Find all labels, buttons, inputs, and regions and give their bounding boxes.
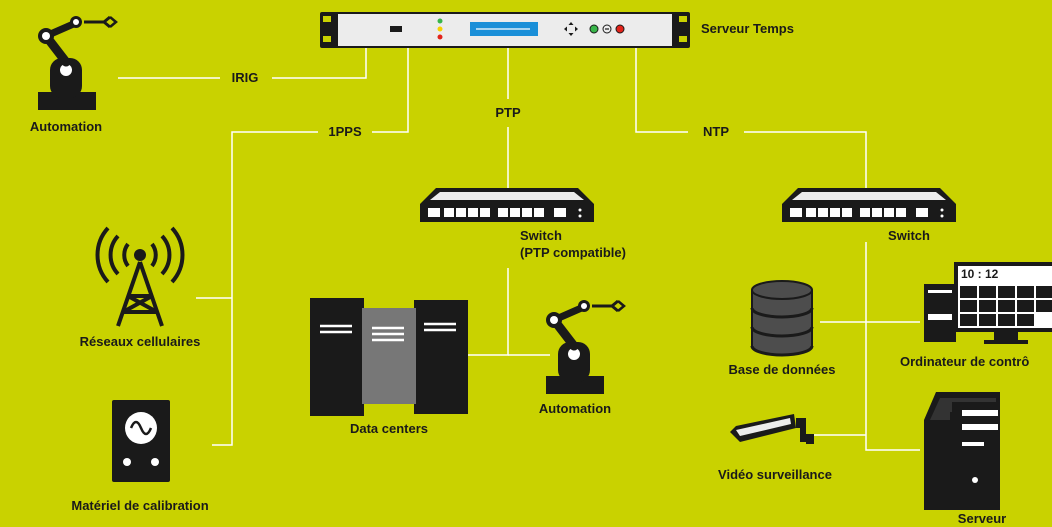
ntp-line-server — [635, 46, 688, 133]
clock-label: 10 : 12 — [961, 267, 999, 281]
network-switch-icon — [420, 188, 594, 222]
security-camera-icon — [730, 414, 814, 444]
ntp-line-switch — [744, 131, 867, 190]
switch-ptp-label-line2: (PTP compatible) — [520, 245, 626, 260]
pps-label: 1PPS — [328, 124, 362, 139]
automation-top-label: Automation — [29, 119, 103, 134]
robot-arm-icon — [546, 299, 626, 394]
irig-label: IRIG — [231, 70, 259, 85]
pps-line-branch — [212, 131, 318, 446]
robot-arm-icon — [38, 15, 118, 110]
database-label: Base de données — [728, 362, 836, 377]
rack-time-server-icon — [320, 12, 690, 48]
video-label: Vidéo surveillance — [718, 467, 832, 482]
switch-ptp-label-line1: Switch — [520, 228, 562, 243]
data-centers-label: Data centers — [349, 421, 429, 436]
network-switch-icon — [782, 188, 956, 222]
ptp-label: PTP — [495, 105, 521, 120]
ptp-switch-down — [468, 268, 509, 356]
cellular-label: Réseaux cellulaires — [79, 334, 201, 349]
pps-line-server — [372, 46, 409, 133]
ntp-switch-down — [865, 242, 920, 451]
calibration-label: Matériel de calibration — [71, 498, 209, 513]
time-server-label: Serveur Temps — [701, 21, 794, 36]
server-racks-icon — [310, 298, 468, 416]
control-computer-label: Ordinateur de contrô — [900, 354, 1030, 369]
tower-server-icon — [924, 392, 1000, 510]
irig-line-server — [272, 46, 367, 79]
connections — [118, 46, 920, 451]
switch-ntp-label: Switch — [888, 228, 930, 243]
control-computer-icon — [924, 262, 1052, 344]
ntp-label: NTP — [703, 124, 729, 139]
server-label: Serveur — [957, 511, 1007, 526]
automation-mid-label: Automation — [538, 401, 612, 416]
cell-tower-icon — [95, 226, 185, 327]
database-icon — [750, 280, 814, 357]
signal-generator-icon — [112, 400, 170, 482]
